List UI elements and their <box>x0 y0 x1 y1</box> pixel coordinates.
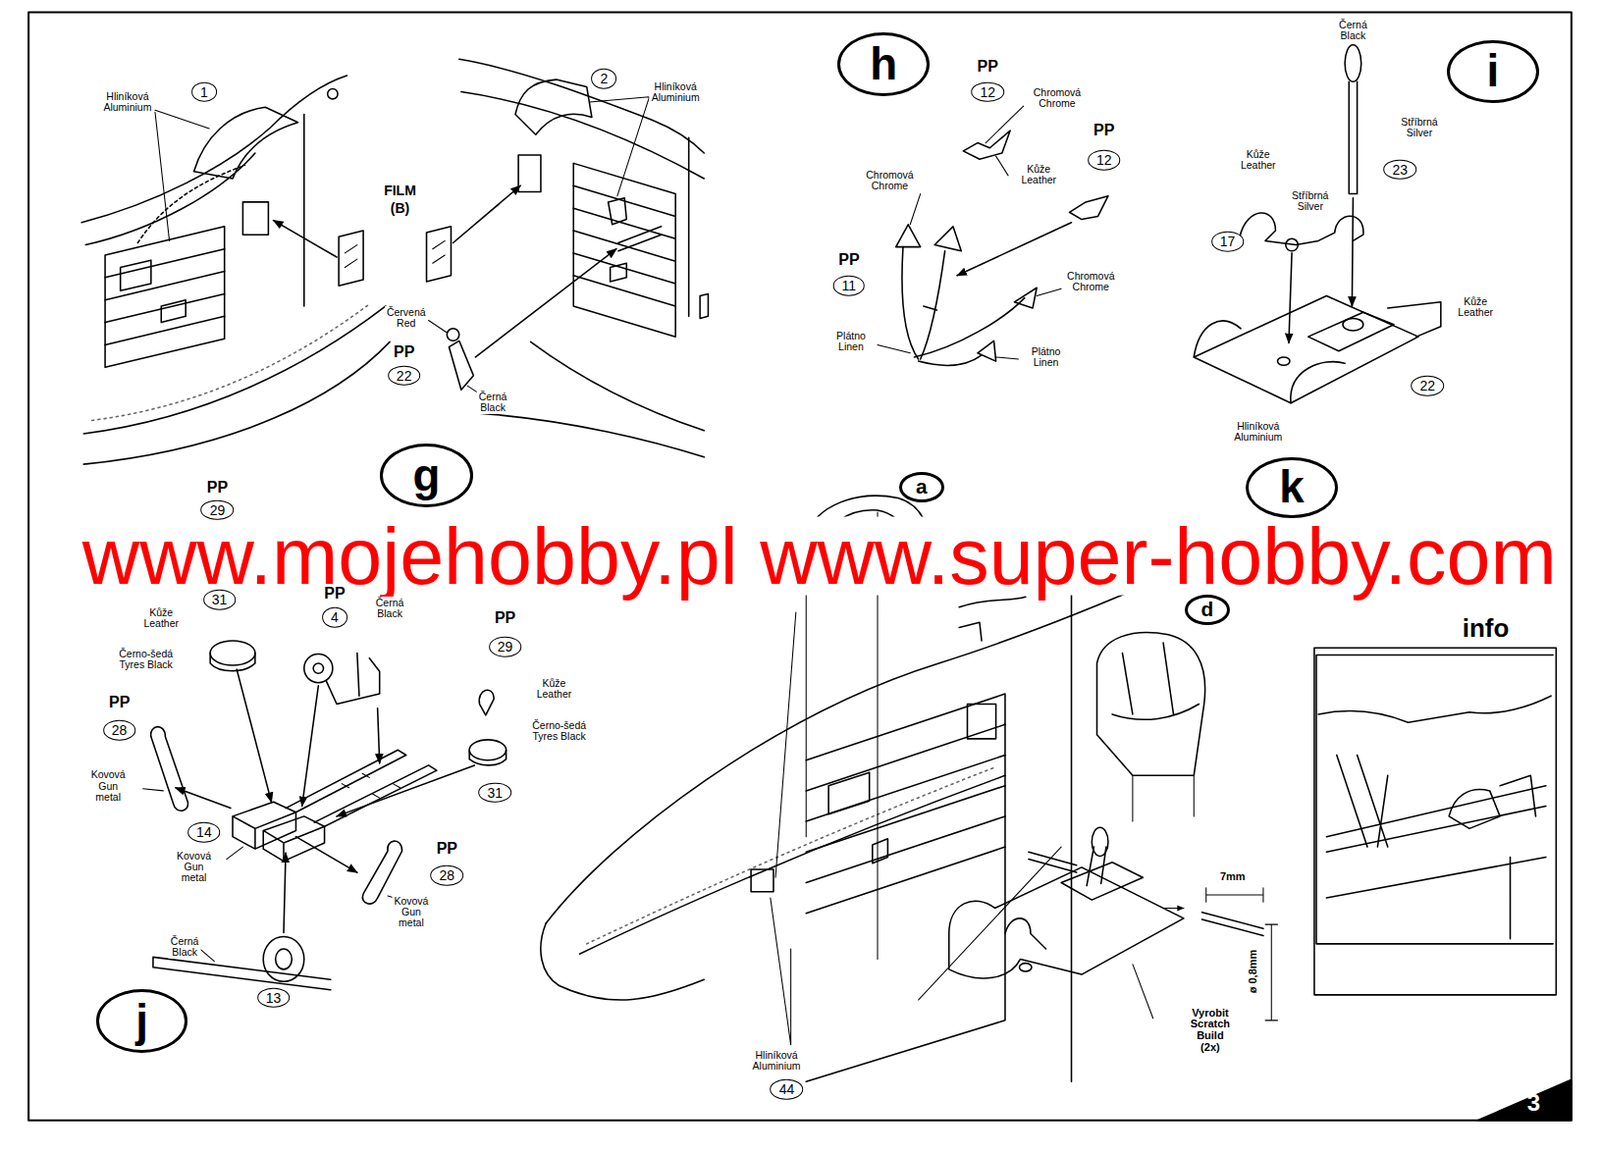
paint-note: Černo-šedá Tyres Black <box>112 647 180 672</box>
part-code: PP <box>1093 122 1115 140</box>
paint-note: Kůže Leather <box>1238 148 1279 172</box>
paint-note: Černá Black <box>168 935 202 960</box>
callout-number: 28 <box>430 865 465 887</box>
step-letter: i <box>1486 49 1499 95</box>
step-marker: j <box>96 989 189 1053</box>
page-number: 3 <box>1527 1090 1541 1116</box>
step-letter: k <box>1279 465 1304 511</box>
paint-note: Kůže Leather <box>1455 295 1495 320</box>
callout-number: 14 <box>187 822 221 844</box>
callout-number: 31 <box>203 589 237 611</box>
scratch-note: Vyrobit Scratch Build (2x) <box>1190 1008 1230 1054</box>
fuselage-side-view <box>426 58 709 458</box>
part-code: PP <box>393 343 415 361</box>
paint-note: Chromová Chrome <box>863 168 915 193</box>
paint-note: Chromová Chrome <box>1065 269 1117 294</box>
paint-note: Chromová Chrome <box>1031 86 1083 110</box>
paint-note: Kůže Leather <box>141 606 181 631</box>
paint-note: Černo-šedá Tyres Black <box>526 719 593 744</box>
callout-number: 23 <box>1383 159 1417 180</box>
callout-number: 22 <box>387 365 422 386</box>
info-inset <box>1314 647 1556 996</box>
step-letter: h <box>869 42 898 88</box>
callout-number: 29 <box>201 499 235 521</box>
paint-note: Plátno Linen <box>834 329 868 354</box>
step-letter: d <box>1200 599 1214 621</box>
step-marker: g <box>379 443 475 507</box>
paint-note: Kovová Gun metal <box>174 850 214 885</box>
step-marker: a <box>899 472 945 503</box>
step-letter: a <box>915 477 928 498</box>
step-letter: j <box>135 999 149 1045</box>
paint-note: Červená Red <box>384 306 428 330</box>
paint-note: Hliníková Aluminium <box>101 90 154 114</box>
paint-note: Kůže Leather <box>534 677 575 701</box>
step-letter: g <box>413 453 441 499</box>
callout-number: 4 <box>321 607 348 629</box>
dimension: 7mm <box>1220 871 1246 884</box>
callout-number: 29 <box>488 637 523 658</box>
part-code: PP <box>323 586 345 603</box>
part-code: PP <box>207 479 228 496</box>
part-code: FILM (B) <box>383 181 417 217</box>
step-marker: h <box>837 32 930 96</box>
callout-number: 22 <box>1411 375 1445 397</box>
paint-note: Stříbrná Silver <box>1398 115 1440 140</box>
callout-number: 17 <box>1211 231 1245 253</box>
callout-number: 12 <box>1087 150 1121 171</box>
paint-note: Hliníková Aluminium <box>750 1049 803 1073</box>
part-code: PP <box>494 610 516 628</box>
part-code: PP <box>108 694 130 712</box>
callout-number: 31 <box>478 782 512 803</box>
dimension: ø 0,8mm <box>1247 949 1260 994</box>
paint-note: Plátno Linen <box>1029 345 1064 370</box>
paint-note: Kovová Gun metal <box>89 769 128 804</box>
inset-title: info <box>1462 616 1510 643</box>
step-marker: i <box>1446 40 1540 104</box>
callout-number: 11 <box>833 275 866 297</box>
callout-number: 2 <box>591 68 618 90</box>
paint-note: Hliníková Aluminium <box>1231 420 1284 444</box>
step-marker: d <box>1184 594 1230 626</box>
paint-note: Stříbrná Silver <box>1289 189 1331 214</box>
watermark: www.mojehobby.pl www.super-hobby.com <box>82 516 1557 596</box>
callout-number: 28 <box>103 720 137 742</box>
paint-note: Černá Black <box>373 596 407 621</box>
gun-parts <box>143 573 507 991</box>
part-code: PP <box>977 57 999 75</box>
page-corner <box>1477 1079 1572 1121</box>
harness-parts <box>877 106 1109 366</box>
callout-number: 13 <box>257 987 291 1009</box>
paint-note: Hliníková Aluminium <box>649 80 702 105</box>
paint-note: Kůže Leather <box>1018 162 1059 187</box>
page-frame <box>28 11 1572 1120</box>
paint-note: Kovová Gun metal <box>391 896 430 931</box>
callout-number: 1 <box>191 81 217 103</box>
callout-number: 44 <box>770 1079 804 1101</box>
fuselage-side-view <box>81 75 390 465</box>
paint-note: Černá Black <box>1336 18 1370 43</box>
step-marker: k <box>1245 457 1338 519</box>
part-code: PP <box>436 840 458 857</box>
paint-note: Černá Black <box>477 390 510 415</box>
callout-number: 12 <box>970 81 1005 103</box>
part-code: PP <box>838 252 859 269</box>
control-parts <box>1193 45 1441 404</box>
